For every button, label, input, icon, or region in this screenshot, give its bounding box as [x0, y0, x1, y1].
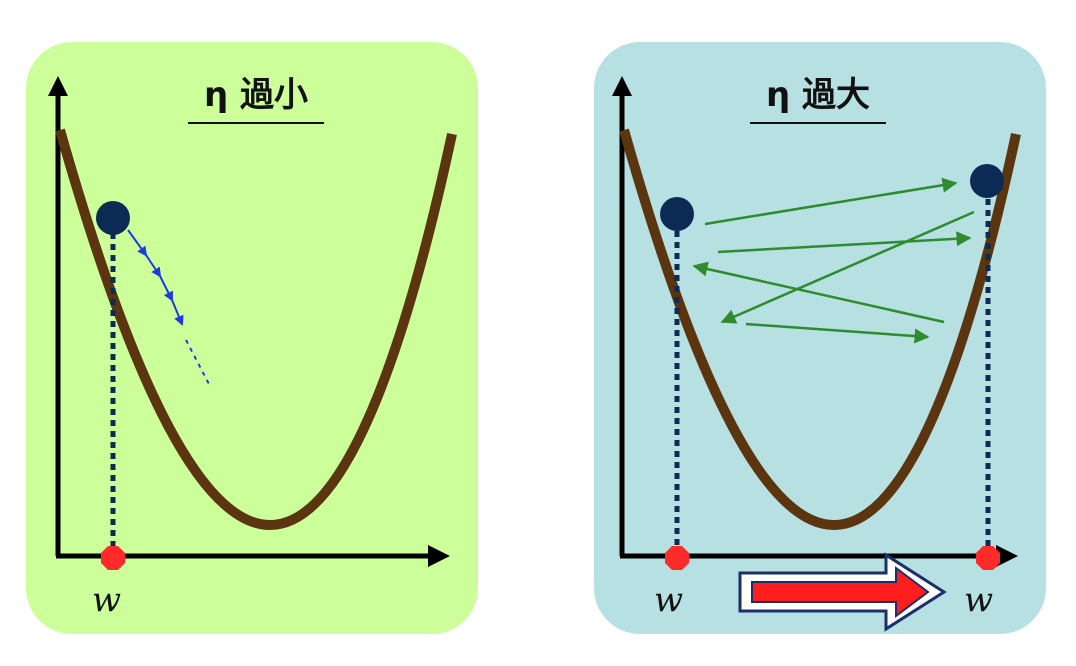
small-steps-arrows: [127, 229, 211, 387]
step-arrow: [704, 177, 958, 226]
weight-ball-left: [660, 197, 694, 231]
loss-curve: [55, 128, 457, 530]
step-arrow: [717, 231, 972, 254]
large-eta-panel: [594, 42, 1046, 634]
w-label-left: w: [654, 580, 684, 620]
step-arrow: [145, 254, 162, 278]
step-arrow: [127, 229, 148, 257]
weight-ball-right: [970, 164, 1004, 198]
w-marker-left: [665, 546, 689, 570]
small-eta-axes: [48, 76, 450, 567]
x-axis-arrowhead: [428, 545, 450, 567]
continuation-dashes: [185, 339, 211, 387]
step-arrow: [720, 210, 975, 324]
w-marker: [101, 546, 125, 570]
w-label-right: w: [964, 580, 994, 620]
step-arrow: [171, 299, 184, 326]
large-eta-title: η 過大: [750, 72, 886, 124]
step-arrow: [745, 322, 930, 344]
large-eta-axes: [612, 76, 1018, 567]
small-eta-title: η 過小: [188, 72, 324, 124]
x-axis-arrowhead: [996, 545, 1018, 567]
w-label: w: [92, 580, 122, 620]
y-axis-arrowhead: [612, 76, 632, 96]
step-arrow: [692, 261, 945, 324]
step-arrow: [159, 275, 173, 302]
large-steps-arrows: [692, 177, 975, 344]
loss-curve: [619, 128, 1021, 530]
y-axis-arrowhead: [48, 76, 68, 96]
w-marker-right: [976, 546, 1000, 570]
weight-ball: [96, 201, 130, 235]
big-right-arrow: [738, 552, 947, 632]
